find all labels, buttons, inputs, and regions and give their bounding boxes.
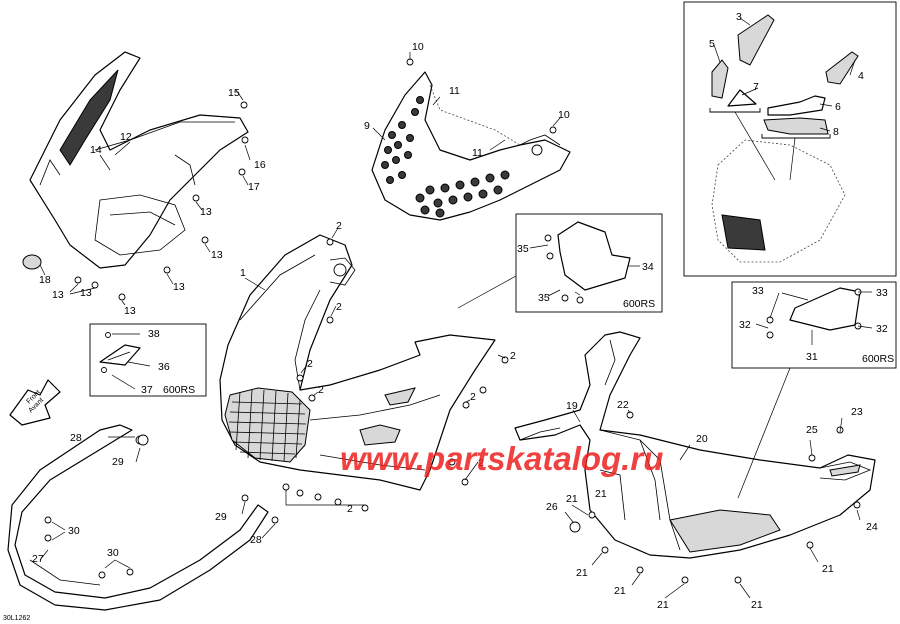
callout-11a: 11 (449, 85, 460, 97)
callout-29a: 29 (112, 456, 124, 468)
callout-21c: 21 (614, 585, 626, 597)
callout-2h: 2 (347, 503, 353, 515)
callout-10b: 10 (558, 109, 570, 121)
callout-13b: 13 (211, 249, 223, 261)
callout-2c: 2 (307, 358, 313, 370)
callout-24: 24 (866, 521, 878, 533)
callout-33b: 33 (876, 287, 888, 299)
callout-4: 4 (858, 70, 864, 82)
callout-21a: 21 (566, 493, 578, 505)
variant-label-box-31: 600RS (862, 353, 894, 365)
ventilation-holes (381, 96, 510, 218)
variant-label-box-34: 600RS (623, 298, 655, 310)
callout-2b: 2 (336, 301, 342, 313)
callout-17: 17 (248, 181, 260, 193)
callout-2a: 2 (336, 220, 342, 232)
front-direction-arrow: Front Avant (9, 379, 61, 426)
variant-label-box-36: 600RS (163, 384, 195, 396)
callout-labels: 1 2 2 2 2 2 2 2 2 3 4 5 6 7 8 9 10 10 11… (32, 11, 888, 611)
callout-2g: 2 (478, 457, 484, 469)
callout-36: 36 (158, 361, 170, 373)
part-19-20-right-bottom-pan (514, 331, 876, 559)
callout-13c: 13 (173, 281, 185, 293)
diagram-code: 30L1262 (3, 615, 30, 622)
callout-12: 12 (120, 131, 132, 143)
callout-10a: 10 (412, 41, 424, 53)
callout-35a: 35 (517, 243, 529, 255)
callout-35b: 35 (538, 292, 550, 304)
callout-28b: 28 (250, 534, 262, 546)
callout-16: 16 (254, 159, 266, 171)
callout-27: 27 (32, 553, 44, 565)
callout-21g: 21 (595, 488, 607, 500)
callout-13e: 13 (124, 305, 136, 317)
callout-13f: 13 (80, 287, 92, 299)
callout-11b: 11 (472, 147, 483, 159)
callout-33a: 33 (752, 285, 764, 297)
callout-5: 5 (709, 38, 715, 50)
callout-21d: 21 (657, 599, 669, 611)
inset-overview-box (683, 1, 897, 277)
callout-15: 15 (228, 87, 240, 99)
callout-30b: 30 (107, 547, 119, 559)
part-9-perforated-panel (371, 71, 571, 221)
callout-29b: 29 (215, 511, 227, 523)
callout-7: 7 (753, 81, 759, 93)
watermark-text: www.partskatalog.ru (340, 440, 663, 477)
callout-37: 37 (141, 384, 153, 396)
callout-21e: 21 (751, 599, 763, 611)
callout-30a: 30 (68, 525, 80, 537)
callout-38: 38 (148, 328, 160, 340)
callout-8: 8 (833, 126, 839, 138)
callout-2f: 2 (510, 350, 516, 362)
inset-box-34-35 (457, 213, 663, 313)
callout-21b: 21 (576, 567, 588, 579)
callout-22: 22 (617, 399, 629, 411)
callout-23: 23 (851, 406, 863, 418)
callout-13d: 13 (52, 289, 64, 301)
grille-mesh (228, 389, 307, 462)
callout-18: 18 (39, 274, 51, 286)
callout-26: 26 (546, 501, 558, 513)
callout-6: 6 (835, 101, 841, 113)
callout-9: 9 (364, 120, 370, 132)
callout-1: 1 (240, 267, 246, 279)
callout-34: 34 (642, 261, 654, 273)
callout-19: 19 (566, 400, 578, 412)
callout-28a: 28 (70, 432, 82, 444)
leader-lines (39, 17, 873, 599)
callout-2d: 2 (318, 384, 324, 396)
callout-32a: 32 (739, 319, 751, 331)
callout-13a: 13 (200, 206, 212, 218)
callout-31: 31 (806, 351, 818, 363)
part-12-side-panel (22, 51, 249, 270)
callout-3: 3 (736, 11, 742, 23)
callout-20: 20 (696, 433, 708, 445)
callout-14: 14 (90, 144, 102, 156)
inset-box-36-38 (89, 323, 207, 397)
callout-2e: 2 (470, 391, 476, 403)
part-1-front-bottom-pan (219, 234, 496, 491)
callout-21f: 21 (822, 563, 834, 575)
fasteners (44, 58, 862, 584)
callout-32b: 32 (876, 323, 888, 335)
callout-25: 25 (806, 424, 818, 436)
